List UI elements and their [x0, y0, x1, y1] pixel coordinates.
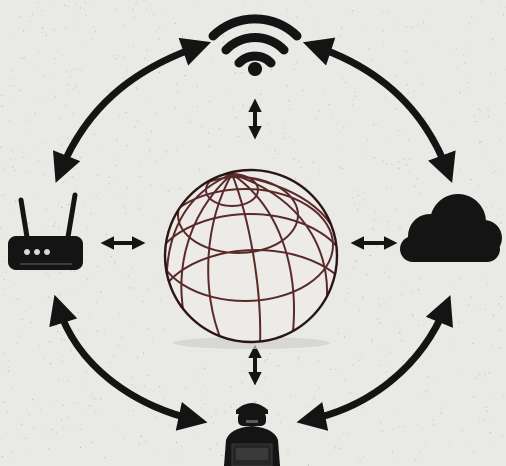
diagram-canvas — [0, 0, 506, 466]
network-diagram — [0, 0, 506, 466]
